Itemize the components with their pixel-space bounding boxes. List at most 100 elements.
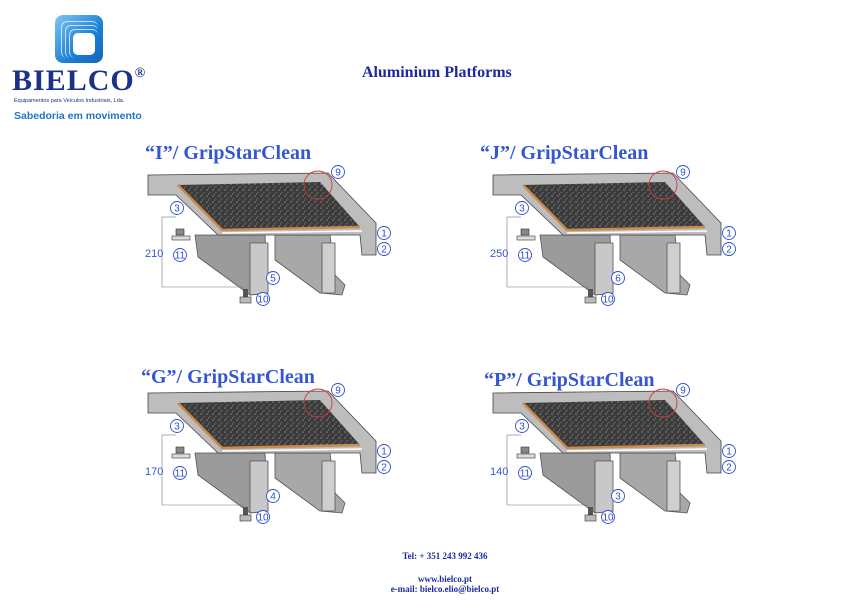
callout-number: 6 bbox=[615, 274, 621, 285]
panel-title-j: “J”/ GripStarClean bbox=[480, 142, 649, 164]
panel-title-g: “G”/ GripStarClean bbox=[141, 366, 315, 388]
callout-number: 10 bbox=[257, 513, 269, 524]
callout-number: 1 bbox=[726, 447, 732, 458]
detail-highlight-circle bbox=[648, 388, 678, 418]
callout-front1: 1 bbox=[722, 444, 736, 458]
bolt bbox=[239, 507, 252, 522]
callout-bolt: 10 bbox=[601, 510, 615, 524]
platform-floor bbox=[523, 400, 705, 448]
callout-number: 4 bbox=[270, 492, 276, 503]
callout-left: 3 bbox=[170, 201, 184, 215]
plywood-edge bbox=[177, 184, 361, 232]
callout-bolt: 10 bbox=[256, 510, 270, 524]
platform-floor bbox=[178, 182, 360, 230]
cross-member-right bbox=[274, 452, 346, 514]
cross-member-left bbox=[194, 452, 269, 514]
callout-bolt: 10 bbox=[601, 292, 615, 306]
callout-profile: 3 bbox=[611, 489, 625, 503]
callout-clamp: 11 bbox=[173, 466, 187, 480]
callout-number: 3 bbox=[615, 492, 621, 503]
callout-number: 9 bbox=[680, 168, 686, 179]
callout-number: 10 bbox=[257, 295, 269, 306]
callout-front2: 2 bbox=[722, 460, 736, 474]
callout-clamp: 11 bbox=[173, 248, 187, 262]
callout-number: 2 bbox=[726, 245, 732, 256]
panel-title-p: “P”/ GripStarClean bbox=[484, 369, 655, 391]
height-dimension bbox=[161, 216, 244, 288]
callout-clamp: 11 bbox=[518, 248, 532, 262]
callout-top: 9 bbox=[676, 165, 690, 179]
callout-number: 3 bbox=[174, 422, 180, 433]
height-dimension-label: 170 bbox=[145, 466, 163, 478]
clamp bbox=[171, 228, 191, 241]
cross-member-right bbox=[274, 234, 346, 296]
cross-member-left bbox=[539, 452, 614, 514]
callout-front1: 1 bbox=[722, 226, 736, 240]
cross-member-right bbox=[619, 234, 691, 296]
height-dimension bbox=[506, 434, 589, 506]
height-dimension-label: 210 bbox=[145, 248, 163, 260]
cross-member-right bbox=[619, 452, 691, 514]
callout-number: 10 bbox=[602, 513, 614, 524]
brand-logo: BIELCO® bbox=[12, 64, 147, 97]
bielco-logo-mark bbox=[55, 15, 103, 63]
plywood-edge bbox=[522, 402, 706, 450]
callout-number: 3 bbox=[174, 204, 180, 215]
callout-clamp: 11 bbox=[518, 466, 532, 480]
callout-number: 9 bbox=[335, 386, 341, 397]
callout-top: 9 bbox=[331, 165, 345, 179]
callout-number: 1 bbox=[381, 447, 387, 458]
height-dimension-label: 250 bbox=[490, 248, 508, 260]
brand-subtitle: Equipamentos para Veículos Industriais, … bbox=[14, 98, 125, 104]
panel-title-i: “I”/ GripStarClean bbox=[145, 142, 312, 164]
callout-profile: 5 bbox=[266, 271, 280, 285]
footer-email[interactable]: e-mail: bielco.elio@bielco.pt bbox=[390, 584, 500, 594]
callout-front2: 2 bbox=[377, 242, 391, 256]
height-dimension bbox=[506, 216, 589, 288]
callout-bolt: 10 bbox=[256, 292, 270, 306]
slogan: Sabedoria em movimento bbox=[14, 110, 142, 122]
callout-number: 5 bbox=[270, 274, 276, 285]
detail-highlight-circle bbox=[303, 170, 333, 200]
footer-website[interactable]: www.bielco.pt bbox=[418, 574, 472, 584]
plywood-edge bbox=[177, 402, 361, 450]
clamp bbox=[516, 446, 536, 459]
platform-floor bbox=[178, 400, 360, 448]
height-dimension-label: 140 bbox=[490, 466, 508, 478]
detail-highlight-circle bbox=[303, 388, 333, 418]
callout-number: 3 bbox=[519, 422, 525, 433]
bolt bbox=[239, 289, 252, 304]
callout-left: 3 bbox=[515, 419, 529, 433]
callout-profile: 4 bbox=[266, 489, 280, 503]
callout-number: 9 bbox=[680, 386, 686, 397]
callout-number: 3 bbox=[519, 204, 525, 215]
bolt bbox=[584, 507, 597, 522]
clamp bbox=[516, 228, 536, 241]
callout-number: 11 bbox=[175, 469, 186, 480]
footer-tel: Tel: + 351 243 992 436 bbox=[402, 551, 488, 561]
callout-number: 2 bbox=[726, 463, 732, 474]
detail-highlight-circle bbox=[648, 170, 678, 200]
height-dimension bbox=[161, 434, 244, 506]
cross-member-left bbox=[539, 234, 614, 296]
callout-left: 3 bbox=[170, 419, 184, 433]
callout-front2: 2 bbox=[377, 460, 391, 474]
callout-number: 2 bbox=[381, 245, 387, 256]
callout-left: 3 bbox=[515, 201, 529, 215]
callout-number: 11 bbox=[175, 251, 186, 262]
callout-number: 1 bbox=[726, 229, 732, 240]
callout-number: 11 bbox=[520, 251, 531, 262]
callout-top: 9 bbox=[676, 383, 690, 397]
callout-profile: 6 bbox=[611, 271, 625, 285]
callout-number: 11 bbox=[520, 469, 531, 480]
page-title: Aluminium Platforms bbox=[362, 64, 512, 81]
plywood-edge bbox=[522, 184, 706, 232]
callout-number: 10 bbox=[602, 295, 614, 306]
clamp bbox=[171, 446, 191, 459]
bolt bbox=[584, 289, 597, 304]
callout-front2: 2 bbox=[722, 242, 736, 256]
callout-front1: 1 bbox=[377, 226, 391, 240]
